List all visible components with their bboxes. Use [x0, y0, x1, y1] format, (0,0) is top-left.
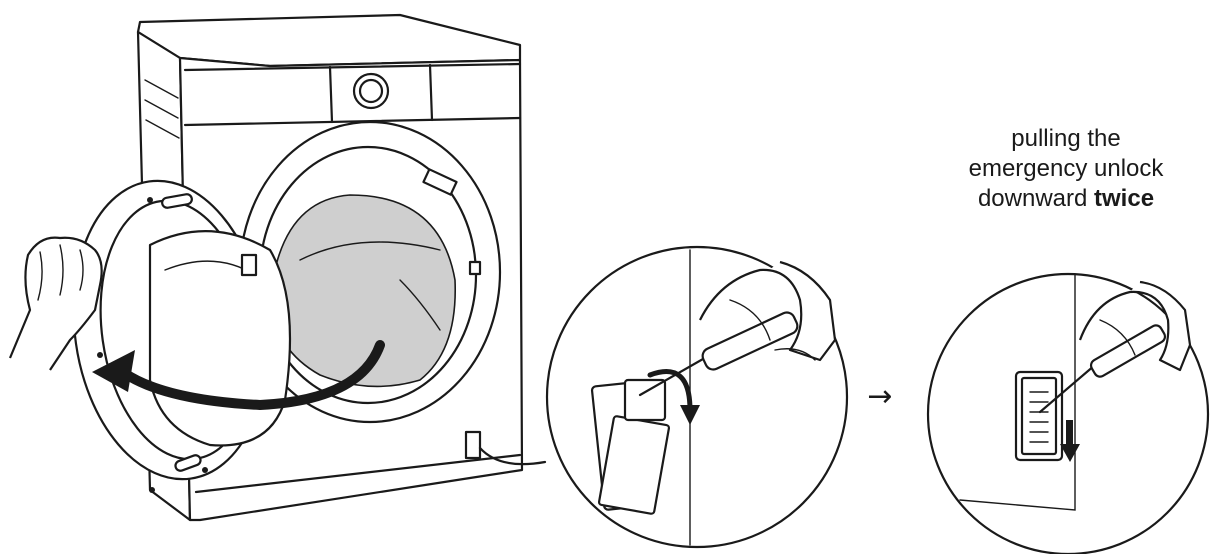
- screwdriver-icon: [638, 311, 799, 397]
- step-arrow: →: [867, 379, 892, 414]
- hand-icon: [8, 236, 103, 371]
- callout-line: [478, 446, 547, 466]
- zoom-detail-pull-unlock: [926, 272, 1210, 556]
- caption-line-2: emergency unlock: [968, 155, 1164, 182]
- rotate-arrow-icon: [92, 340, 385, 411]
- instruction-caption: pulling the emergency unlock downward tw…: [930, 124, 1202, 214]
- down-arrow-icon: [1060, 420, 1080, 462]
- drum-opening: [238, 120, 502, 424]
- caption-line-1: pulling the: [1011, 125, 1121, 152]
- caption-line-3-plain: downward: [977, 185, 1095, 212]
- caption-emphasis: twice: [1094, 185, 1155, 212]
- zoom-detail-open-hatch: [545, 245, 849, 549]
- caption-line-3: downward twice: [930, 184, 1202, 214]
